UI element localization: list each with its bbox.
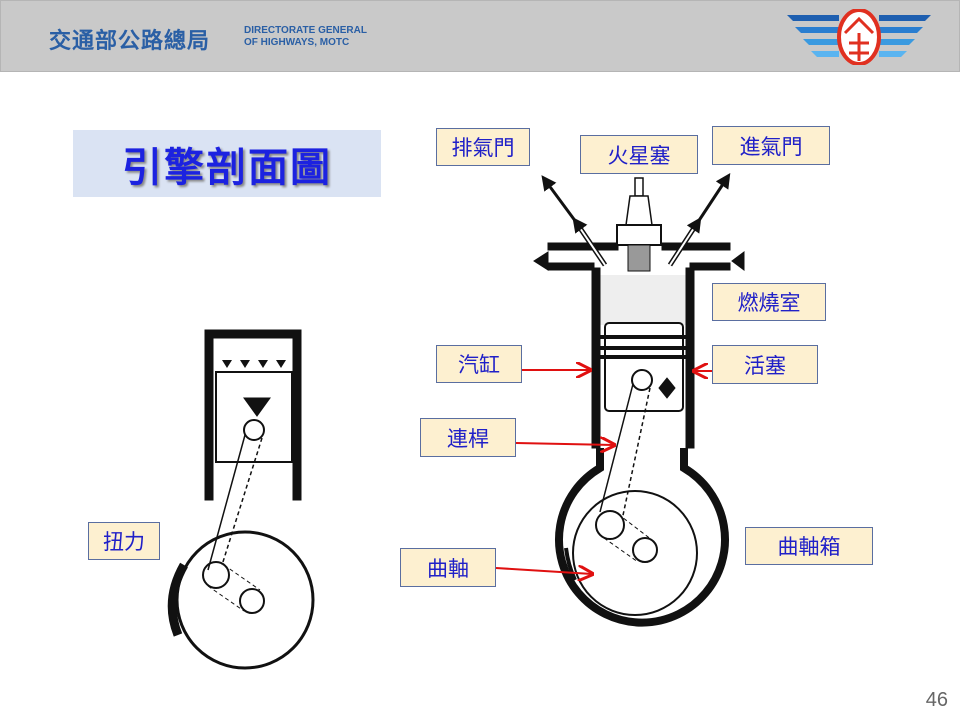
label-torque: 扭力: [88, 522, 160, 560]
label-combustion-chamber: 燃燒室: [712, 283, 826, 321]
highway-logo-icon: [787, 9, 931, 65]
org-en-line1: DIRECTORATE GENERAL: [244, 25, 367, 36]
page-number: 46: [925, 689, 948, 711]
label-crankcase: 曲軸箱: [745, 527, 873, 565]
label-piston: 活塞: [712, 345, 818, 384]
label-connecting-rod: 連桿: [420, 418, 516, 457]
label-spark-plug: 火星塞: [580, 135, 698, 174]
org-name-english: DIRECTORATE GENERAL OF HIGHWAYS, MOTC: [244, 25, 367, 49]
right-engine: [533, 172, 745, 627]
title-box: 引擎剖面圖: [73, 130, 381, 197]
label-cylinder: 汽缸: [436, 345, 522, 383]
org-name-chinese: 交通部公路總局: [49, 29, 211, 54]
label-exhaust-valve: 排氣門: [436, 128, 530, 166]
org-en-line2: OF HIGHWAYS, MOTC: [244, 37, 350, 48]
left-engine: [167, 329, 315, 670]
label-crankshaft: 曲軸: [400, 548, 496, 587]
slide-title: 引擎剖面圖: [122, 144, 332, 191]
label-intake-valve: 進氣門: [712, 126, 830, 165]
slide-header: 交通部公路總局 DIRECTORATE GENERAL OF HIGHWAYS,…: [0, 0, 960, 72]
pointer-arrows: [495, 370, 712, 574]
